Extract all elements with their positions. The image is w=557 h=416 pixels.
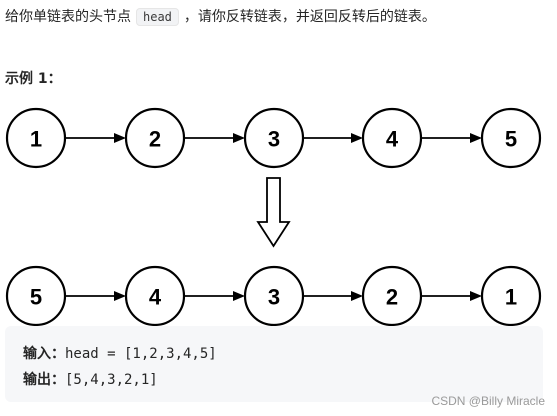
output-edge-arrowhead bbox=[351, 291, 363, 301]
example-title: 示例 1： bbox=[5, 71, 62, 87]
input-node-label: 2 bbox=[149, 127, 161, 152]
input-node-label: 3 bbox=[268, 127, 280, 152]
head-code: head bbox=[136, 8, 179, 26]
input-edge-arrowhead bbox=[233, 133, 245, 143]
problem-text-after: ，请你反转链表，并返回反转后的链表。 bbox=[183, 9, 436, 25]
input-node-circle bbox=[124, 107, 186, 169]
input-node-label: 4 bbox=[386, 127, 399, 152]
problem-statement: 给你单链表的头节点 head，请你反转链表，并返回反转后的链表。 bbox=[5, 6, 436, 28]
example-io-box: 输入：head = [1,2,3,4,5] 输出：[5,4,3,2,1] bbox=[5, 326, 543, 402]
output-line: 输出：[5,4,3,2,1] bbox=[23, 369, 158, 389]
output-node-circle bbox=[361, 265, 423, 327]
input-linked-list: 1 2 3 4 5 bbox=[5, 107, 542, 169]
input-node-circle bbox=[480, 107, 542, 169]
output-node-label: 4 bbox=[149, 285, 162, 310]
down-arrow-icon bbox=[256, 177, 291, 248]
input-label: 输入： bbox=[23, 346, 65, 362]
output-node-label: 5 bbox=[30, 285, 42, 310]
output-node-label: 3 bbox=[268, 285, 280, 310]
output-edge-arrowhead bbox=[470, 291, 482, 301]
output-value: [5,4,3,2,1] bbox=[65, 372, 158, 388]
input-node-circle bbox=[5, 107, 67, 169]
output-node-circle bbox=[5, 265, 67, 327]
input-edge-arrowhead bbox=[470, 133, 482, 143]
output-linked-list: 5 4 3 2 1 bbox=[5, 265, 542, 327]
output-edge-arrowhead bbox=[114, 291, 126, 301]
input-value: head = [1,2,3,4,5] bbox=[65, 346, 217, 362]
problem-text-before: 给你单链表的头节点 bbox=[5, 9, 131, 25]
input-edge-arrowhead bbox=[114, 133, 126, 143]
input-node-circle bbox=[243, 107, 305, 169]
output-node-circle bbox=[480, 265, 542, 327]
input-edge-arrowhead bbox=[351, 133, 363, 143]
output-node-circle bbox=[243, 265, 305, 327]
output-label: 输出： bbox=[23, 372, 65, 388]
output-node-label: 1 bbox=[505, 285, 517, 310]
input-line: 输入：head = [1,2,3,4,5] bbox=[23, 343, 217, 363]
input-node-label: 1 bbox=[30, 127, 42, 152]
output-node-label: 2 bbox=[386, 285, 398, 310]
output-node-circle bbox=[124, 265, 186, 327]
watermark: CSDN @Billy Miracle bbox=[431, 394, 545, 408]
input-node-label: 5 bbox=[505, 127, 517, 152]
input-node-circle bbox=[361, 107, 423, 169]
output-edge-arrowhead bbox=[233, 291, 245, 301]
